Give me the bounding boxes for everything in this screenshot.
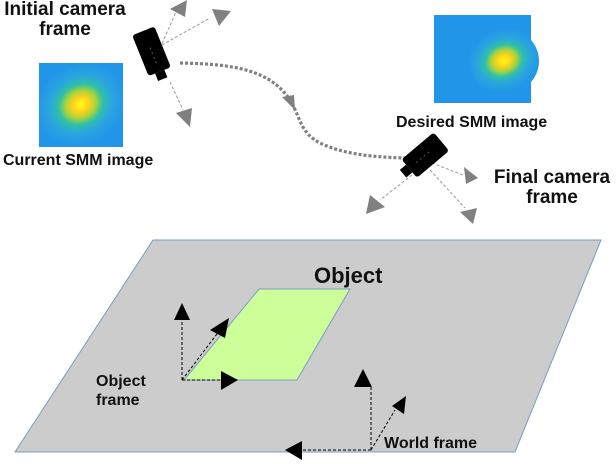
arrowhead-gray-icon: [464, 167, 478, 184]
initial-camera-frame-label-line2: frame: [39, 18, 91, 40]
final-camera-icon: [399, 133, 448, 178]
final-camera-frame-label: Final camera frame: [488, 168, 616, 208]
final-camera-frame-label-line1: Final camera: [493, 167, 611, 188]
current-smm-image: [39, 63, 123, 147]
initial-camera-axes: [159, 0, 231, 127]
initial-camera-icon: [133, 27, 170, 81]
current-smm-image-label: Current SMM image: [3, 152, 154, 169]
final-camera-frame-label-line2: frame: [526, 186, 578, 208]
arrowhead-gray-icon: [460, 208, 477, 224]
arrowhead-gray-icon: [176, 108, 192, 127]
trajectory-arrowhead-icon: [282, 95, 295, 110]
initial-camera-frame-label: Initial camera frame: [0, 0, 130, 40]
world-frame-axes: [285, 369, 406, 460]
arrowhead-right-icon: [221, 371, 238, 390]
arrowhead-diagonal-icon: [210, 318, 229, 338]
arrowhead-left-icon: [285, 441, 302, 460]
arrowhead-gray-icon: [366, 195, 385, 214]
camera-trajectory-path: [179, 61, 406, 160]
world-frame-label: World frame: [384, 435, 478, 452]
desired-smm-image-label: Desired SMM image: [396, 114, 548, 131]
arrowhead-diagonal-icon: [392, 396, 406, 414]
object-frame-label: Object frame: [96, 372, 146, 410]
arrowhead-up-icon: [354, 369, 372, 387]
object-frame-axes: [174, 303, 238, 390]
arrowhead-up-icon: [174, 303, 190, 320]
arrowhead-gray-icon: [170, 0, 187, 17]
object-label: Object: [314, 263, 383, 288]
initial-camera-frame-label-line1: Initial camera: [4, 0, 126, 20]
final-camera-axes: [366, 162, 478, 224]
arrowhead-gray-icon: [212, 9, 231, 26]
object-frame-label-line2: frame: [96, 392, 140, 410]
object-frame-label-line1: Object: [96, 373, 146, 390]
object-shape: [182, 288, 351, 381]
